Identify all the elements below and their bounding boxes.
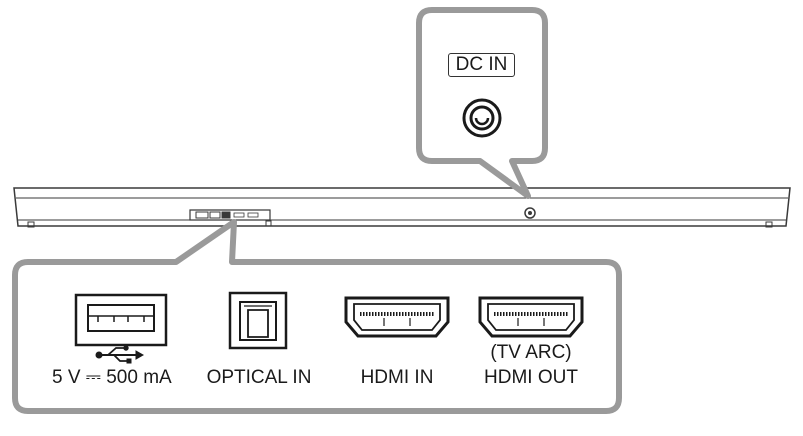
hdmi-in-label: HDMI IN (360, 367, 434, 388)
dc-in-label: DC IN (448, 53, 515, 77)
hdmi-out-port-icon (478, 296, 584, 338)
dc-jack-icon (462, 98, 502, 138)
rear-ports-callout (12, 219, 622, 414)
hdmi-in-port-icon (344, 296, 450, 338)
usb-port-label: 5 V ⎓ 500 mA (52, 367, 172, 388)
optical-in-label: OPTICAL IN (206, 367, 312, 388)
dc-jack-small-icon (524, 207, 536, 219)
usb-symbol-icon (95, 345, 145, 364)
tv-arc-label: (TV ARC) (490, 342, 572, 363)
hdmi-out-label: HDMI OUT (484, 367, 578, 388)
optical-port-icon (228, 291, 288, 350)
soundbar-body (13, 187, 791, 228)
usb-port-icon (74, 293, 168, 347)
